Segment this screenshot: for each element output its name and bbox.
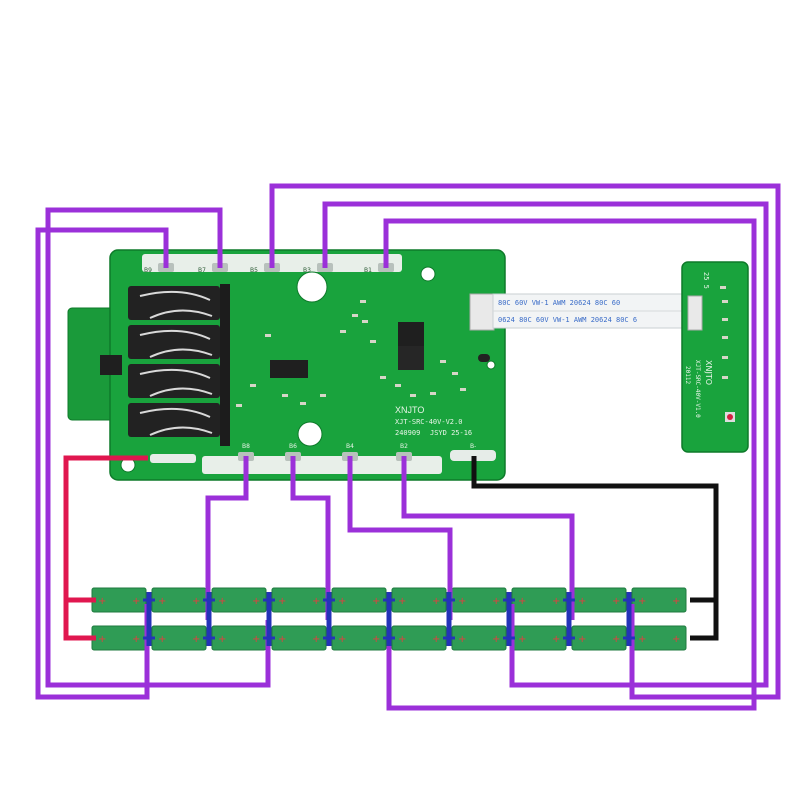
top-pad-label: B1 <box>364 267 372 274</box>
balance-wires <box>35 183 781 711</box>
controller-ic <box>398 322 424 346</box>
cell-terminal-mark: + <box>312 596 320 607</box>
ribbon-text-bottom: 0624 80C 60V VW-1 AWM 20624 80C 6 <box>498 316 637 324</box>
cell-terminal-mark: + <box>132 634 140 645</box>
board-date: JSYD 25-16 <box>430 429 472 437</box>
ribbon-connector <box>469 293 495 331</box>
wire-b3 <box>322 201 769 688</box>
cell-terminal-mark: + <box>98 634 106 645</box>
cell-terminal-mark: + <box>372 634 380 645</box>
mosfet-bank <box>128 286 220 437</box>
cell-terminal-mark: + <box>192 596 200 607</box>
top-pad-label: B5 <box>250 267 258 274</box>
side-board-small-text: 25 5 <box>702 272 710 289</box>
side-board: 25 5 XNJTO XJT-SRC-40V-V1.0 20112 <box>681 261 749 453</box>
cell-terminal-mark: + <box>638 634 646 645</box>
wire-b8 <box>205 456 249 620</box>
cell-terminal-mark: + <box>612 634 620 645</box>
cell-terminal-mark: + <box>192 634 200 645</box>
cell-terminal-mark: + <box>278 634 286 645</box>
side-board-code: 20112 <box>684 366 691 384</box>
cell-terminal-mark: + <box>218 634 226 645</box>
side-board-model: XJT-SRC-40V-V1.0 <box>694 360 701 418</box>
board-model: XJT-SRC-40V-V2.0 <box>395 418 462 426</box>
ribbon-cable: 80C 60V VW-1 AWM 20624 80C 60 0624 80C 6… <box>492 293 694 329</box>
wire-b6 <box>290 456 331 620</box>
negative-pad <box>450 450 496 461</box>
cell-terminal-mark: + <box>158 634 166 645</box>
cell-terminal-mark: + <box>672 634 680 645</box>
side-ic <box>100 355 122 375</box>
cell-terminal-mark: + <box>158 596 166 607</box>
wire-negative <box>471 456 719 641</box>
cell-terminal-mark: + <box>252 634 260 645</box>
cell-terminal-mark: + <box>612 596 620 607</box>
cell-terminal-mark: + <box>132 596 140 607</box>
thermistor <box>478 354 490 362</box>
top-pad-label: B7 <box>198 267 206 274</box>
cell-terminal-mark: + <box>398 596 406 607</box>
cell-terminal-mark: + <box>552 596 560 607</box>
wire-b7 <box>45 207 271 688</box>
mounting-hole <box>296 271 328 303</box>
regulator-ic <box>398 346 424 370</box>
top-pads: B9 B7 B5 B3 B1 <box>144 263 394 274</box>
reset-button-dot <box>727 414 733 420</box>
cell-terminal-mark: + <box>638 596 646 607</box>
cell-terminal-mark: + <box>338 596 346 607</box>
bottom-pad-label: B4 <box>346 443 354 450</box>
side-board-connector <box>687 295 703 331</box>
ribbon-text-top: 80C 60V VW-1 AWM 20624 80C 60 <box>498 299 620 307</box>
cell-terminal-mark: + <box>372 596 380 607</box>
bottom-pad-label: B2 <box>400 443 408 450</box>
top-pad-label: B3 <box>303 267 311 274</box>
board-lot: 240909 <box>395 429 420 437</box>
bottom-pad-label: B8 <box>242 443 250 450</box>
passive-components <box>236 300 466 407</box>
cell-terminal-mark: + <box>458 596 466 607</box>
mounting-hole <box>297 421 323 447</box>
cell-terminal-mark: + <box>458 634 466 645</box>
cell-terminal-mark: + <box>398 634 406 645</box>
cell-terminal-mark: + <box>252 596 260 607</box>
cell-terminal-mark: + <box>278 596 286 607</box>
wire-b9 <box>35 227 169 700</box>
cell-terminal-mark: + <box>672 596 680 607</box>
top-pad-label: B9 <box>144 267 152 274</box>
main-board: XNJTO XJT-SRC-40V-V2.0 240909 JSYD 25-16… <box>67 249 506 481</box>
bottom-pad-strip <box>202 456 442 474</box>
cell-terminal-mark: + <box>492 634 500 645</box>
wire-b1 <box>383 218 757 711</box>
positive-pad <box>150 454 196 463</box>
cell-terminal-mark: + <box>432 634 440 645</box>
side-board-label: XNJTO <box>704 360 713 385</box>
side-board-components <box>720 286 728 379</box>
board-brand: XNJTO <box>395 405 424 415</box>
driver-ic <box>270 360 308 378</box>
wire-b4 <box>347 456 453 620</box>
cell-terminal-mark: + <box>578 596 586 607</box>
cell-terminal-mark: + <box>518 596 526 607</box>
wire-positive <box>63 455 148 641</box>
mounting-hole <box>420 266 436 282</box>
cell-terminal-mark: + <box>218 596 226 607</box>
cell-terminal-mark: + <box>492 596 500 607</box>
cell-terminal-mark: + <box>518 634 526 645</box>
cell-terminal-mark: + <box>432 596 440 607</box>
cell-terminal-mark: + <box>338 634 346 645</box>
mounting-hole <box>486 360 496 370</box>
side-board-body <box>681 261 749 453</box>
mosfet-heatsink-bar <box>220 284 230 446</box>
cell-terminal-mark: + <box>98 596 106 607</box>
bottom-pad-label: B- <box>470 443 476 450</box>
wire-b5 <box>269 183 781 700</box>
series-links <box>143 592 635 646</box>
cell-terminal-mark: + <box>578 634 586 645</box>
wire-b2 <box>401 456 575 620</box>
cell-terminal-mark: + <box>312 634 320 645</box>
bottom-pad-label: B6 <box>289 443 297 450</box>
cell-terminal-mark: + <box>552 634 560 645</box>
